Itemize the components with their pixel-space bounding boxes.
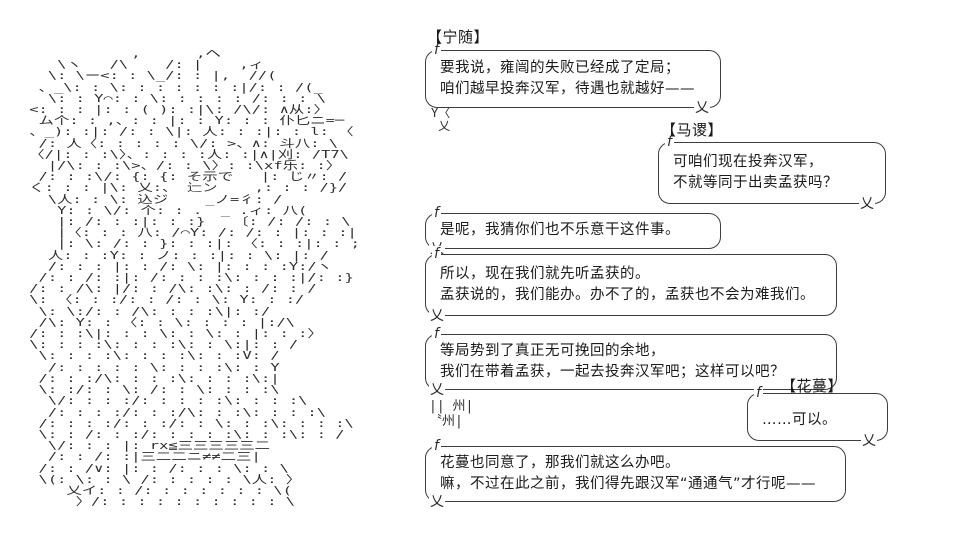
speech-bubble-6: f ……可以。 乂 <box>747 385 888 450</box>
bubble-text-line: 等局势到了真正无可挽回的余地， <box>440 343 665 359</box>
bubble-tail-icon: 乂 <box>861 430 877 450</box>
bubble-text-line: 是呢，我猜你们也不乐意干这件事。 <box>440 222 680 238</box>
bubble-text-line: 可咱们现在投奔汉军， <box>673 154 823 170</box>
speech-bubble-3: f 是呢，我猜你们也不乐意干这件事。 乂 <box>425 205 721 258</box>
bubble-text-line: 孟获说的，我们能办。办不了的，孟获也不会为难我们。 <box>440 287 815 303</box>
ascii-art-ground-fragment: || 州| 〝州| <box>429 399 474 429</box>
speech-bubble-2: f 可咱们现在投奔汉军， 不就等同于出卖孟获吗？ 乂 <box>658 134 886 213</box>
ascii-art: , ,ヘ \ヽ /\ /: | ,ィ \: \ー<: : \_/: : |, /… <box>29 47 360 509</box>
speech-bubble-7: f 花蔓也同意了，那我们就这么办吧。 嘛，不过在此之前，我们得先跟汉军“通通气”… <box>425 438 846 511</box>
bubble-corner-f-icon: f <box>754 385 763 401</box>
speech-bubble-1: f 要我说，雍闿的失败已经成了定局； 咱们越早投奔汉军，待遇也就越好—— 乂 <box>425 42 721 117</box>
bubble-tail-icon: 乂 <box>859 193 875 213</box>
bubble-corner-f-icon: f <box>432 438 441 454</box>
speech-bubble-5: f 等局势到了真正无可挽回的余地， 我们在带着孟获，一起去投奔汉军吧；这样可以吧… <box>425 326 837 399</box>
bubble-text-line: 要我说，雍闿的失败已经成了定局； <box>440 60 680 76</box>
bubble-tail-icon: 乂 <box>429 491 445 511</box>
bubble-text-line: 不就等同于出卖孟获吗？ <box>673 175 838 191</box>
speaker-name-huaman: 【花蔓】 <box>781 377 844 395</box>
bubble-corner-f-icon: f <box>432 205 441 221</box>
ascii-art-bubble-tail-fragment: Y〈 乂 <box>431 106 451 133</box>
bubble-text-line: ……可以。 <box>762 412 837 428</box>
speaker-name-masu: 【马谡】 <box>661 121 724 139</box>
bubble-text-line: 嘛，不过在此之前，我们得先跟汉军“通通气”才行呢—— <box>440 476 817 492</box>
bubble-text-line: 我们在带着孟获，一起去投奔汉军吧；这样可以吧？ <box>440 364 785 380</box>
bubble-corner-f-icon: f <box>432 326 441 342</box>
bubble-corner-f-icon: f <box>432 42 441 58</box>
speaker-name-ningsui: 【宁随】 <box>427 28 490 46</box>
bubble-tail-icon: 乂 <box>429 305 445 325</box>
bubble-tail-icon: 乂 <box>694 97 710 117</box>
bubble-text-line: 咱们越早投奔汉军，待遇也就越好—— <box>440 81 695 97</box>
bubble-corner-f-icon: f <box>432 246 441 262</box>
bubble-text-line: 花蔓也同意了，那我们就这么办吧。 <box>440 455 680 471</box>
bubble-corner-f-icon: f <box>665 134 674 150</box>
speech-bubble-4: f 所以，现在我们就先听孟获的。 孟获说的，我们能办。办不了的，孟获也不会为难我… <box>425 246 837 325</box>
bubble-text-line: 所以，现在我们就先听孟获的。 <box>440 266 650 282</box>
bubble-tail-icon: 乂 <box>429 379 445 399</box>
